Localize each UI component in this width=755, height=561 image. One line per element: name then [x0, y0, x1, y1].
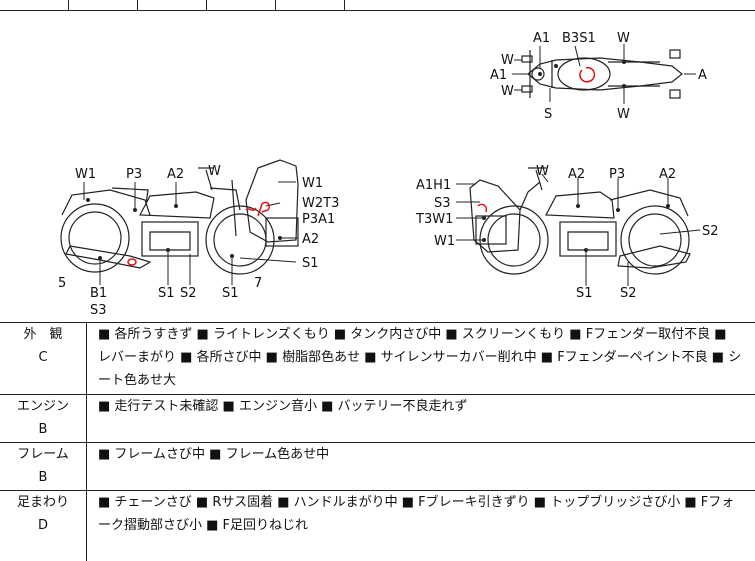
left-label-s1-2: S1 [158, 286, 175, 301]
left-label-w2t3: W2T3 [302, 196, 339, 211]
right-label-a2: A2 [568, 167, 585, 182]
category-name: 足まわり [16, 495, 69, 510]
left-label-w: W [208, 164, 221, 179]
column-divider [86, 323, 87, 394]
strip-cell [68, 0, 138, 10]
left-label-s3: S3 [90, 303, 107, 318]
column-divider [86, 395, 87, 442]
row-exterior: 外 観 C ■ 各所うすきず ■ ライトレンズくもり ■ タンク内さび中 ■ ス… [0, 323, 755, 395]
right-label-a2-2: A2 [659, 167, 676, 182]
row-category: エンジン B [0, 395, 86, 441]
row-details: ■ 各所うすきず ■ ライトレンズくもり ■ タンク内さび中 ■ スクリーンくも… [98, 327, 742, 388]
row-details: ■ フレームさび中 ■ フレーム色あせ中 [98, 447, 330, 462]
damage-dots [86, 60, 670, 260]
category-name: フレーム [17, 447, 69, 462]
top-label-s: S [544, 107, 552, 122]
top-label-w-4: W [617, 107, 630, 122]
left-label-p3: P3 [126, 167, 142, 182]
left-label-7: 7 [254, 276, 262, 291]
strip-cell [0, 0, 69, 10]
category-grade: B [38, 422, 48, 437]
top-label-a1-2: A1 [490, 68, 507, 83]
right-label-s3: S3 [434, 196, 451, 211]
column-divider [86, 443, 87, 490]
hand-drawn-marks [127, 66, 596, 266]
top-label-b3s1: B3S1 [562, 31, 596, 46]
left-label-w1: W1 [75, 167, 96, 182]
left-label-s2: S2 [180, 286, 197, 301]
left-view-bike [60, 159, 299, 275]
right-label-s2: S2 [702, 224, 719, 239]
left-label-s1: S1 [302, 256, 319, 271]
top-label-w-2: W [617, 31, 630, 46]
top-view-bike [521, 49, 683, 99]
right-label-t3w1: T3W1 [415, 212, 453, 227]
row-category: フレーム B [0, 443, 86, 489]
left-label-p3a1: P3A1 [302, 212, 335, 227]
row-category: 足まわり D [0, 491, 86, 537]
strip-cell [206, 0, 276, 10]
left-label-s1-3: S1 [222, 286, 239, 301]
category-name: 外 観 [23, 327, 63, 342]
top-label-a1: A1 [533, 31, 550, 46]
motorcycle-diagram-svg: A1 B3S1 W W A1 W A S W W1 P3 A2 W W1 W2T… [58, 31, 719, 318]
strip-cell [137, 0, 207, 10]
left-label-w1-2: W1 [302, 176, 323, 191]
left-label-a2: A2 [167, 167, 184, 182]
left-label-a2-2: A2 [302, 232, 319, 247]
right-label-a1h1: A1H1 [416, 178, 451, 193]
left-label-b1: B1 [90, 286, 107, 301]
row-details: ■ チェーンさび ■ Rサス固着 ■ ハンドルまがり中 ■ Fブレーキ引きずり … [98, 495, 735, 533]
row-category: 外 観 C [0, 323, 86, 369]
top-table-strip [0, 0, 755, 11]
left-label-5: 5 [58, 276, 66, 291]
top-label-w-3: W [501, 84, 514, 99]
right-label-p3: P3 [609, 167, 625, 182]
right-label-s1: S1 [576, 286, 593, 301]
top-label-a: A [698, 68, 707, 83]
right-label-w1: W1 [434, 234, 455, 249]
strip-cell [275, 0, 345, 10]
right-view-bike [469, 167, 691, 275]
category-grade: D [37, 518, 48, 533]
column-divider [86, 491, 87, 561]
row-frame: フレーム B ■ フレームさび中 ■ フレーム色あせ中 [0, 443, 755, 491]
row-engine: エンジン B ■ 走行テスト未確認 ■ エンジン音小 ■ バッテリー不良走れず [0, 395, 755, 443]
diagram-labels: A1 B3S1 W W A1 W A S W W1 P3 A2 W W1 W2T… [58, 31, 719, 318]
damage-diagram: A1 B3S1 W W A1 W A S W W1 P3 A2 W W1 W2T… [0, 10, 755, 323]
row-suspension: 足まわり D ■ チェーンさび ■ Rサス固着 ■ ハンドルまがり中 ■ Fブレ… [0, 491, 755, 561]
right-label-s2-2: S2 [620, 286, 637, 301]
category-grade: B [38, 470, 48, 485]
leader-lines [83, 44, 701, 286]
row-details: ■ 走行テスト未確認 ■ エンジン音小 ■ バッテリー不良走れず [98, 399, 468, 414]
top-label-w-1: W [501, 53, 514, 68]
category-name: エンジン [16, 399, 69, 414]
category-grade: C [38, 350, 48, 365]
right-label-w: W [536, 164, 549, 179]
